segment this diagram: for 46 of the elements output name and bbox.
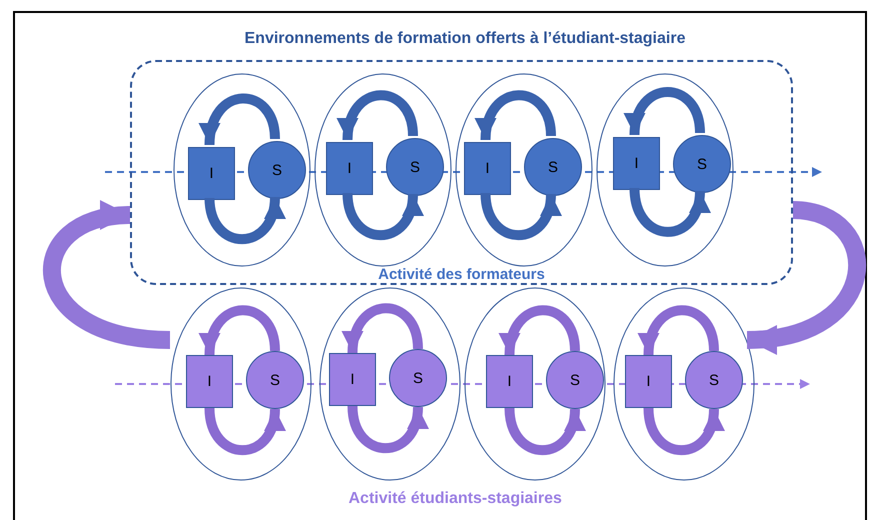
- cycle-arrow: [644, 408, 723, 456]
- diagram-title: Environnements de formation offerts à l’étudiant-stagiaire: [244, 30, 686, 48]
- cycle-arrow: [342, 192, 422, 240]
- cycle-arrow: [200, 305, 280, 356]
- dashed-group-box: [130, 60, 793, 285]
- cycle-arrow: [348, 406, 427, 454]
- cycle-arrow: [500, 305, 580, 356]
- circle-node: S: [673, 135, 731, 193]
- square-node: I: [613, 137, 660, 190]
- cycle-arrow: [338, 90, 418, 140]
- circle-node: S: [546, 351, 604, 409]
- square-node: I: [186, 355, 233, 408]
- curved-arrow: [746, 201, 866, 353]
- ellipse-outline: [613, 287, 755, 481]
- curved-arrow: [44, 202, 171, 349]
- cycle-arrow: [344, 303, 423, 354]
- group-label: Activité des formateurs: [377, 266, 546, 283]
- square-node: I: [326, 142, 373, 195]
- circle-node: S: [524, 138, 582, 196]
- ellipse-outline: [596, 73, 734, 267]
- circle-node: S: [389, 349, 447, 407]
- circle-node: S: [248, 141, 306, 199]
- square-node: I: [188, 147, 235, 200]
- ellipse-outline: [455, 73, 593, 267]
- cycle-arrow: [204, 408, 284, 456]
- cycle-arrow: [200, 94, 280, 146]
- ellipse-outline: [314, 73, 452, 267]
- cycle-arrow: [626, 87, 705, 136]
- circle-node: S: [685, 351, 743, 409]
- ellipse-outline: [464, 287, 606, 481]
- cycle-arrow: [476, 90, 556, 140]
- ellipse-outline: [173, 73, 311, 267]
- cycle-arrow: [504, 408, 584, 456]
- square-node: I: [329, 353, 376, 406]
- square-node: I: [464, 142, 511, 195]
- cycle-arrow: [480, 192, 560, 240]
- ellipse-outline: [170, 287, 312, 481]
- cycle-arrow: [204, 196, 284, 244]
- circle-node: S: [246, 351, 304, 409]
- ellipse-outline: [319, 287, 461, 481]
- square-node: I: [625, 355, 672, 408]
- square-node: I: [486, 355, 533, 408]
- cycle-arrow: [640, 305, 719, 356]
- row-caption: Activité étudiants-stagiaires: [348, 490, 562, 508]
- circle-node: S: [386, 138, 444, 196]
- cycle-arrow: [630, 188, 709, 237]
